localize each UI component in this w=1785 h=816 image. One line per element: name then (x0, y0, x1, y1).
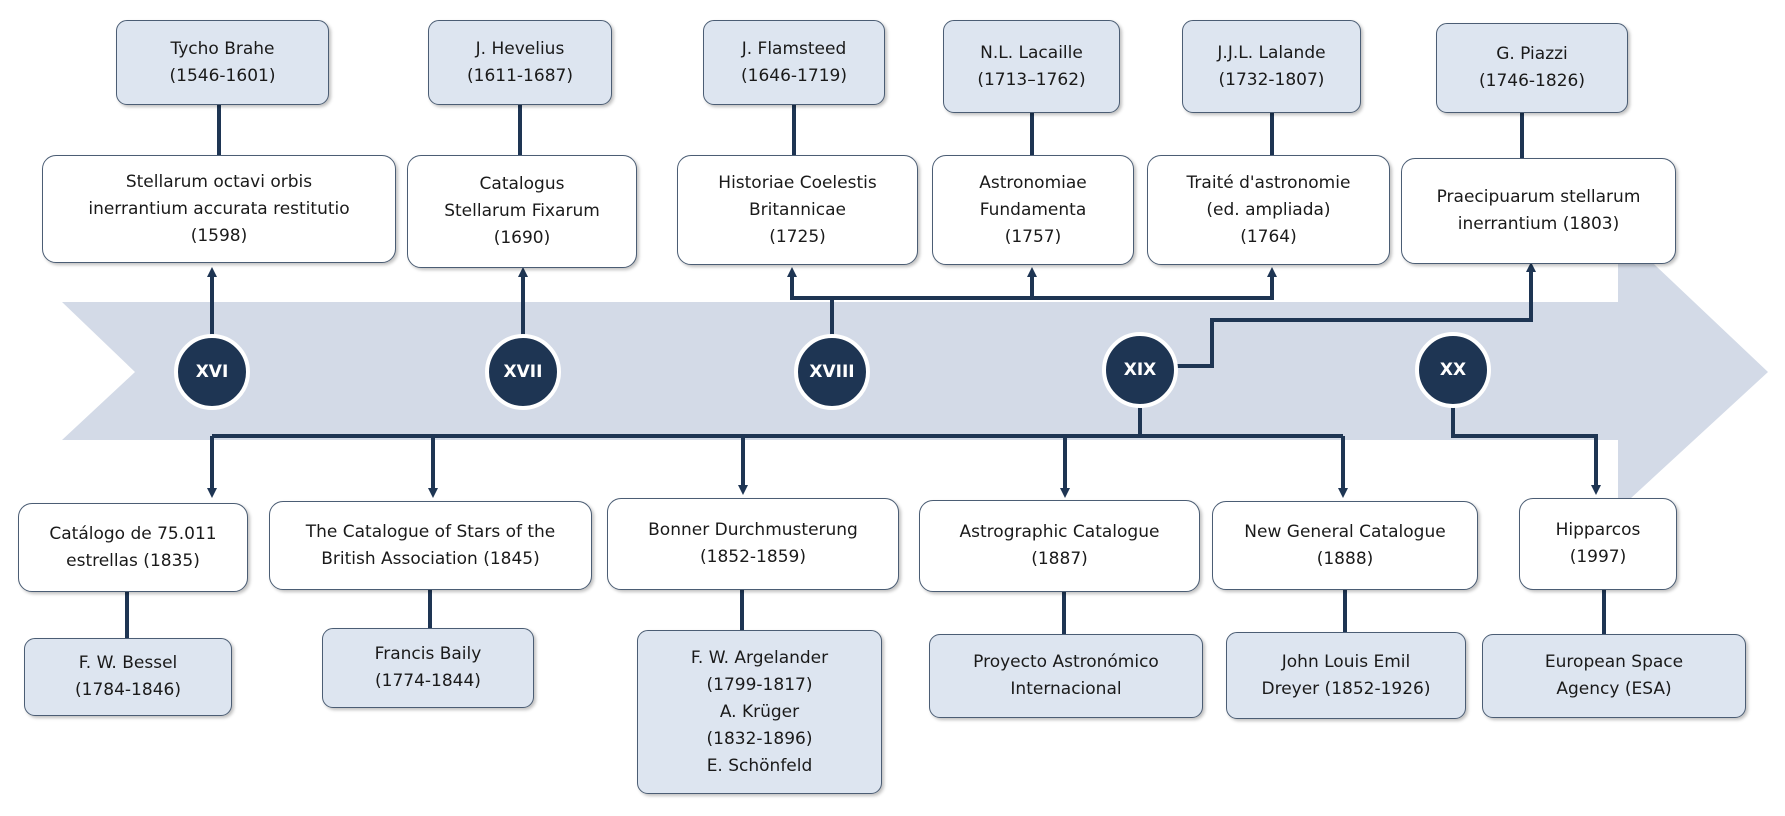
author-label: G. Piazzi (1746-1826) (1479, 44, 1585, 91)
century-label: XVIII (809, 362, 854, 382)
work-label: The Catalogue of Stars of the British As… (305, 521, 556, 569)
author-label: Tycho Brahe (1546-1601) (169, 38, 276, 86)
work-label: Traité d'astronomie (ed. ampliada) (1764… (1186, 172, 1351, 247)
author-box-piazzi: G. Piazzi (1746-1826) (1436, 23, 1628, 113)
author-box-proyecto: Proyecto Astronómico Internacional (929, 634, 1203, 718)
author-box-bessel: F. W. Bessel (1784-1846) (24, 638, 232, 716)
author-label: F. W. Argelander (1799-1817) A. Krüger (… (690, 647, 829, 776)
century-label: XX (1440, 360, 1466, 380)
author-label: Proyecto Astronómico Internacional (973, 652, 1159, 699)
century-circle-xvii: XVII (485, 334, 561, 410)
work-box-ngc: New General Catalogue (1888) (1212, 501, 1478, 590)
author-box-baily: Francis Baily (1774-1844) (322, 628, 534, 708)
author-label: European Space Agency (ESA) (1544, 652, 1684, 699)
century-label: XIX (1124, 360, 1157, 380)
work-label: Catalogus Stellarum Fixarum (1690) (444, 174, 600, 248)
author-box-lacaille: N.L. Lacaille (1713–1762) (943, 20, 1120, 113)
century-label: XVII (504, 362, 543, 382)
top-author-connectors (217, 105, 1524, 158)
bottom-author-connectors (125, 590, 1606, 638)
author-box-esa: European Space Agency (ESA) (1482, 634, 1746, 718)
century-label: XVI (196, 362, 229, 382)
author-label: J.J.L. Lalande (1732-1807) (1217, 42, 1326, 90)
work-label: Catálogo de 75.011 estrellas (1835) (49, 523, 217, 571)
work-box-astrographic: Astrographic Catalogue (1887) (919, 500, 1200, 592)
work-label: Praecipuarum stellarum inerrantium (1803… (1436, 187, 1641, 234)
author-label: J. Flamsteed (1646-1719) (741, 38, 847, 86)
top-century-arrows (207, 262, 1536, 368)
author-label: F. W. Bessel (1784-1846) (75, 653, 181, 700)
author-box-argelander: F. W. Argelander (1799-1817) A. Krüger (… (637, 630, 882, 794)
bottom-century-arrows (207, 395, 1601, 498)
century-circle-xix: XIX (1102, 332, 1178, 408)
work-label: Stellarum octavi orbis inerrantium accur… (88, 171, 350, 246)
work-label: Historiae Coelestis Britannicae (1725) (718, 172, 877, 247)
author-box-flamsteed: J. Flamsteed (1646-1719) (703, 20, 885, 105)
work-box-bonner: Bonner Durchmusterung (1852-1859) (607, 498, 899, 590)
author-box-brahe: Tycho Brahe (1546-1601) (116, 20, 329, 105)
work-box-baily: The Catalogue of Stars of the British As… (269, 501, 592, 590)
century-circle-xvi: XVI (174, 334, 250, 410)
timeline-arrow (62, 230, 1768, 510)
work-label: Astrographic Catalogue (1887) (959, 522, 1160, 569)
work-box-lacaille: Astronomiae Fundamenta (1757) (932, 155, 1134, 265)
work-label: Bonner Durchmusterung (1852-1859) (648, 520, 858, 567)
work-label: Hipparcos (1997) (1555, 520, 1641, 567)
author-box-hevelius: J. Hevelius (1611-1687) (428, 20, 612, 105)
work-label: Astronomiae Fundamenta (1757) (979, 172, 1087, 247)
work-box-flamsteed: Historiae Coelestis Britannicae (1725) (677, 155, 918, 265)
century-circle-xviii: XVIII (794, 334, 870, 410)
author-label: John Louis Emil Dreyer (1852-1926) (1261, 651, 1431, 699)
author-label: J. Hevelius (1611-1687) (467, 38, 573, 86)
author-box-dreyer: John Louis Emil Dreyer (1852-1926) (1226, 632, 1466, 719)
author-box-lalande: J.J.L. Lalande (1732-1807) (1182, 20, 1361, 113)
work-label: New General Catalogue (1888) (1244, 521, 1446, 569)
work-box-bessel: Catálogo de 75.011 estrellas (1835) (18, 503, 248, 592)
work-box-lalande: Traité d'astronomie (ed. ampliada) (1764… (1147, 155, 1390, 265)
century-circle-xx: XX (1415, 332, 1491, 408)
work-box-hevelius: Catalogus Stellarum Fixarum (1690) (407, 155, 637, 268)
work-box-piazzi: Praecipuarum stellarum inerrantium (1803… (1401, 158, 1676, 264)
author-label: N.L. Lacaille (1713–1762) (977, 42, 1086, 90)
work-box-hipparcos: Hipparcos (1997) (1519, 498, 1677, 590)
author-label: Francis Baily (1774-1844) (374, 644, 482, 691)
work-box-brahe: Stellarum octavi orbis inerrantium accur… (42, 155, 396, 263)
